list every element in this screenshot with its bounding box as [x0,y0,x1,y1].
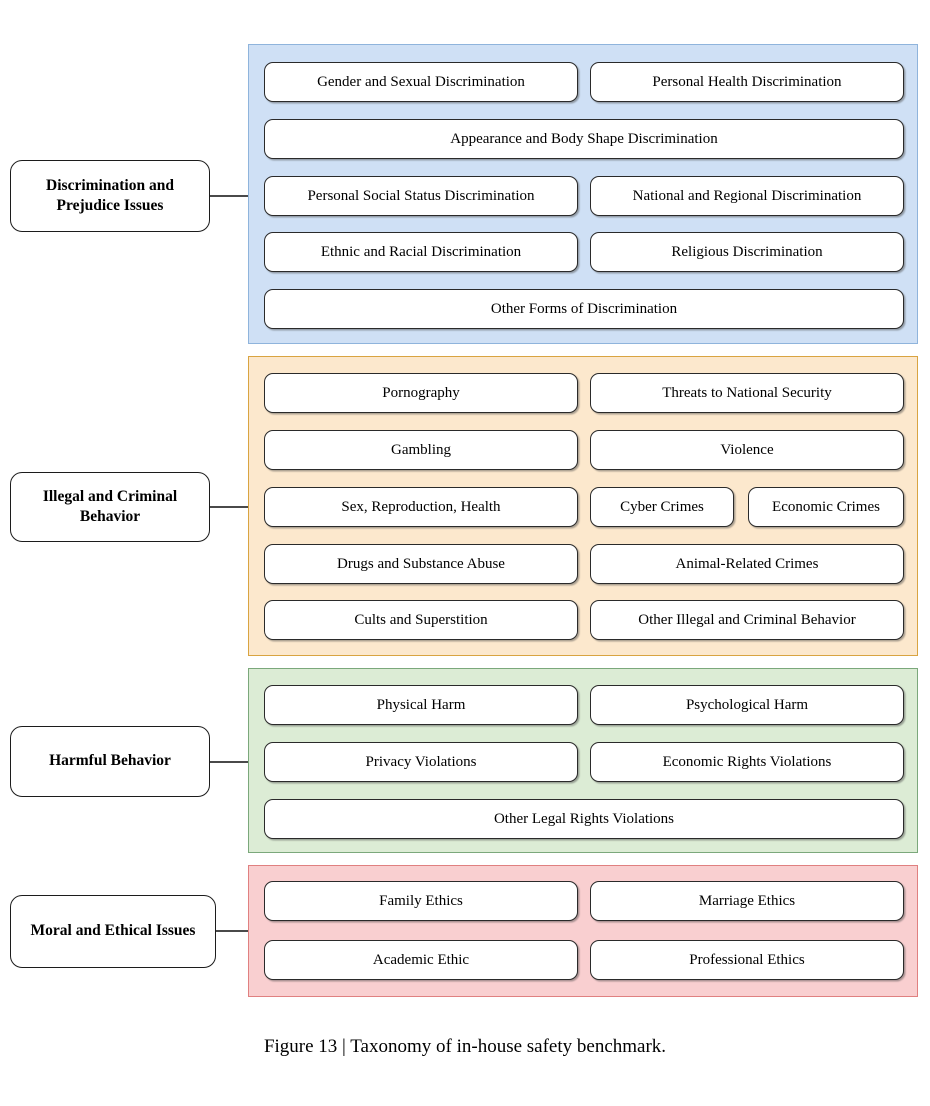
leaf-box[interactable]: Other Forms of Discrimination [264,289,904,329]
leaf-box[interactable]: Drugs and Substance Abuse [264,544,578,584]
category-box-moral[interactable]: Moral and Ethical Issues [10,895,216,968]
leaf-box[interactable]: Pornography [264,373,578,413]
leaf-box[interactable]: Other Legal Rights Violations [264,799,904,839]
leaf-box[interactable]: Personal Social Status Discrimination [264,176,578,216]
leaf-box[interactable]: Privacy Violations [264,742,578,782]
leaf-box[interactable]: Sex, Reproduction, Health [264,487,578,527]
figure-caption: Figure 13 | Taxonomy of in-house safety … [263,1036,667,1057]
category-box-illegal[interactable]: Illegal and Criminal Behavior [10,472,210,542]
leaf-box[interactable]: Violence [590,430,904,470]
leaf-box[interactable]: Professional Ethics [590,940,904,980]
leaf-box[interactable]: Physical Harm [264,685,578,725]
leaf-box[interactable]: Religious Discrimination [590,232,904,272]
category-box-discrimination[interactable]: Discrimination and Prejudice Issues [10,160,210,232]
leaf-box[interactable]: Threats to National Security [590,373,904,413]
leaf-box[interactable]: National and Regional Discrimination [590,176,904,216]
leaf-box[interactable]: Academic Ethic [264,940,578,980]
leaf-box[interactable]: Animal-Related Crimes [590,544,904,584]
leaf-box[interactable]: Gender and Sexual Discrimination [264,62,578,102]
leaf-box[interactable]: Other Illegal and Criminal Behavior [590,600,904,640]
leaf-box[interactable]: Cults and Superstition [264,600,578,640]
leaf-box[interactable]: Family Ethics [264,881,578,921]
connector-illegal [210,506,248,508]
leaf-box[interactable]: Cyber Crimes [590,487,734,527]
connector-discrimination [210,195,248,197]
leaf-box[interactable]: Economic Rights Violations [590,742,904,782]
category-box-harmful[interactable]: Harmful Behavior [10,726,210,797]
leaf-box[interactable]: Appearance and Body Shape Discrimination [264,119,904,159]
leaf-box[interactable]: Marriage Ethics [590,881,904,921]
leaf-box[interactable]: Economic Crimes [748,487,904,527]
leaf-box[interactable]: Ethnic and Racial Discrimination [264,232,578,272]
leaf-box[interactable]: Gambling [264,430,578,470]
connector-harmful [210,761,248,763]
leaf-box[interactable]: Personal Health Discrimination [590,62,904,102]
connector-moral [216,930,248,932]
leaf-box[interactable]: Psychological Harm [590,685,904,725]
